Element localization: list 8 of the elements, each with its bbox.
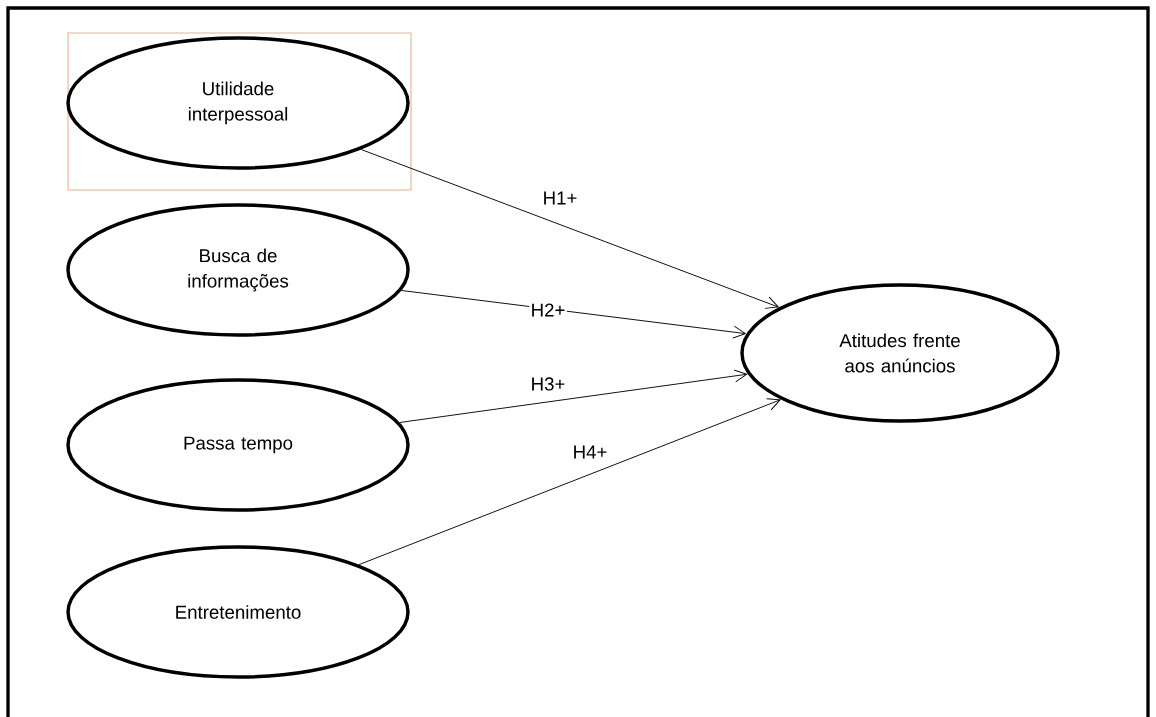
arrow: [399, 369, 748, 423]
arrow: [358, 398, 781, 566]
edge-label: H1+: [541, 190, 579, 206]
arrow: [400, 290, 746, 339]
edge-label: H3+: [529, 376, 567, 392]
edge-label: H2+: [529, 302, 567, 318]
arrow: [360, 149, 779, 309]
edge-label: H4+: [571, 444, 609, 460]
